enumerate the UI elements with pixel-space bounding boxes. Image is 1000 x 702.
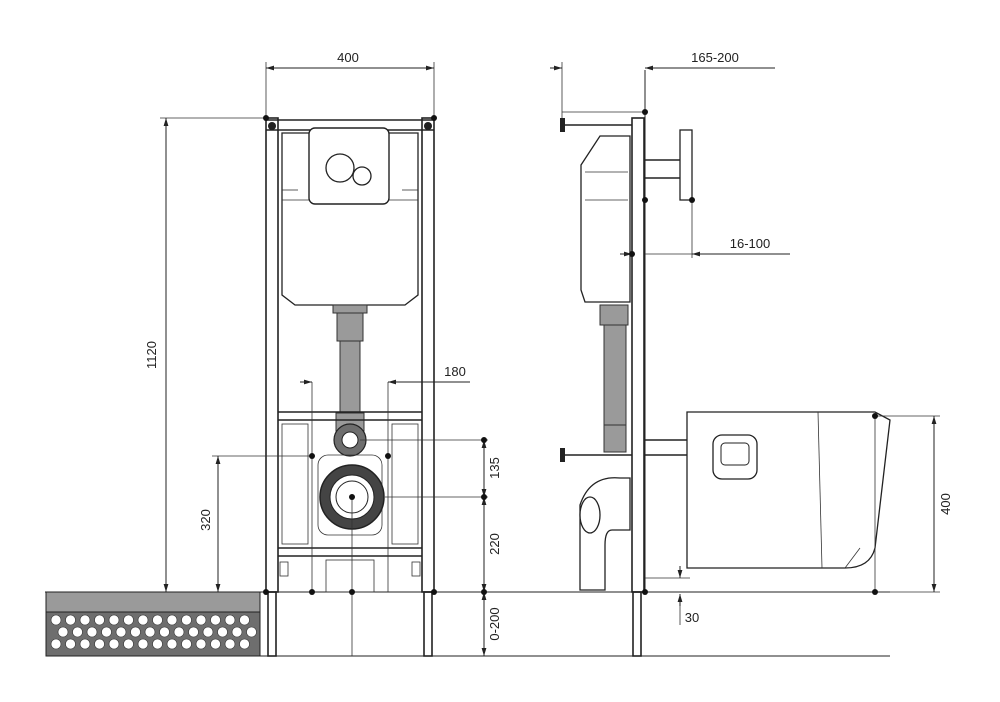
dimension-point [349,494,355,500]
side-view [560,70,891,657]
dimension-point [629,251,635,257]
dim-width-front: 400 [337,50,359,65]
dimension-point [642,589,648,595]
dimension-point [431,589,437,595]
floor-hole [144,626,156,638]
floor-hole [210,614,221,626]
dimension-point [481,437,487,443]
dim-bowl-floor-gap: 30 [685,610,699,625]
dimension-point [872,589,878,595]
floor-hole [152,614,163,626]
floor-hole [217,626,228,638]
floor-hole [159,626,170,638]
floor-hole [108,614,120,626]
dimension-point [689,197,695,203]
dimension-point [349,589,355,595]
dimension-point [642,109,648,115]
dimension-point [309,453,315,459]
floor-hole [239,614,250,626]
floor-hole [57,626,69,638]
floor-hole [86,626,98,638]
floor-hole [239,638,250,650]
floor-hole [188,626,199,638]
floor-hole [65,638,76,650]
dimension-point [431,115,437,121]
dimension-point [263,589,269,595]
floor-hole [101,626,112,638]
dim-height-total: 1120 [144,341,159,369]
floor-hole [210,638,221,650]
floor-hole [224,638,236,650]
floor-hole [108,638,120,650]
dim-bolt-spacing: 180 [444,364,466,379]
dim-depth-side: 165-200 [691,50,739,65]
dim-drain-height: 220 [487,533,502,555]
floor-hole [181,614,192,626]
dim-drain-to-inlet: 135 [487,457,502,479]
floor-hole [50,638,62,650]
floor-hole [79,614,91,626]
floor-hole [123,614,134,626]
floor-hole [231,626,243,638]
dim-wall-gap: 16-100 [730,236,770,251]
dim-floor-adjust: 0-200 [487,607,502,640]
floor-hole [123,638,134,650]
dimension-point [872,413,878,419]
floor-hole [202,626,214,638]
floor-hole [195,614,207,626]
dim-bowl-height: 400 [938,493,953,515]
floor-hole [94,638,105,650]
floor-hole [115,626,127,638]
floor-hole [130,626,141,638]
front-view [265,117,435,657]
dimension-point [481,494,487,500]
floor-hole [65,614,76,626]
floor-hole [72,626,83,638]
floor-hole [195,638,207,650]
floor-hole [50,614,62,626]
floor-hole [246,626,257,638]
floor [45,591,890,657]
dim-bolt-height: 320 [198,509,213,531]
floor-hole [224,614,236,626]
dimension-point [642,197,648,203]
dimension-point [263,115,269,121]
floor-hole [152,638,163,650]
floor-hole [166,638,178,650]
floor-hole [181,638,192,650]
floor-hole [79,638,91,650]
dimension-point [309,589,315,595]
floor-hole [173,626,185,638]
flush-button-small [352,166,372,186]
floor-hole [94,614,105,626]
floor-hole [166,614,178,626]
dimension-point [481,589,487,595]
flush-button-large [325,153,355,183]
dimension-lines [160,62,940,656]
floor-hole [137,614,149,626]
dimension-point [385,453,391,459]
floor-hole [137,638,149,650]
toilet-bowl [686,411,891,569]
